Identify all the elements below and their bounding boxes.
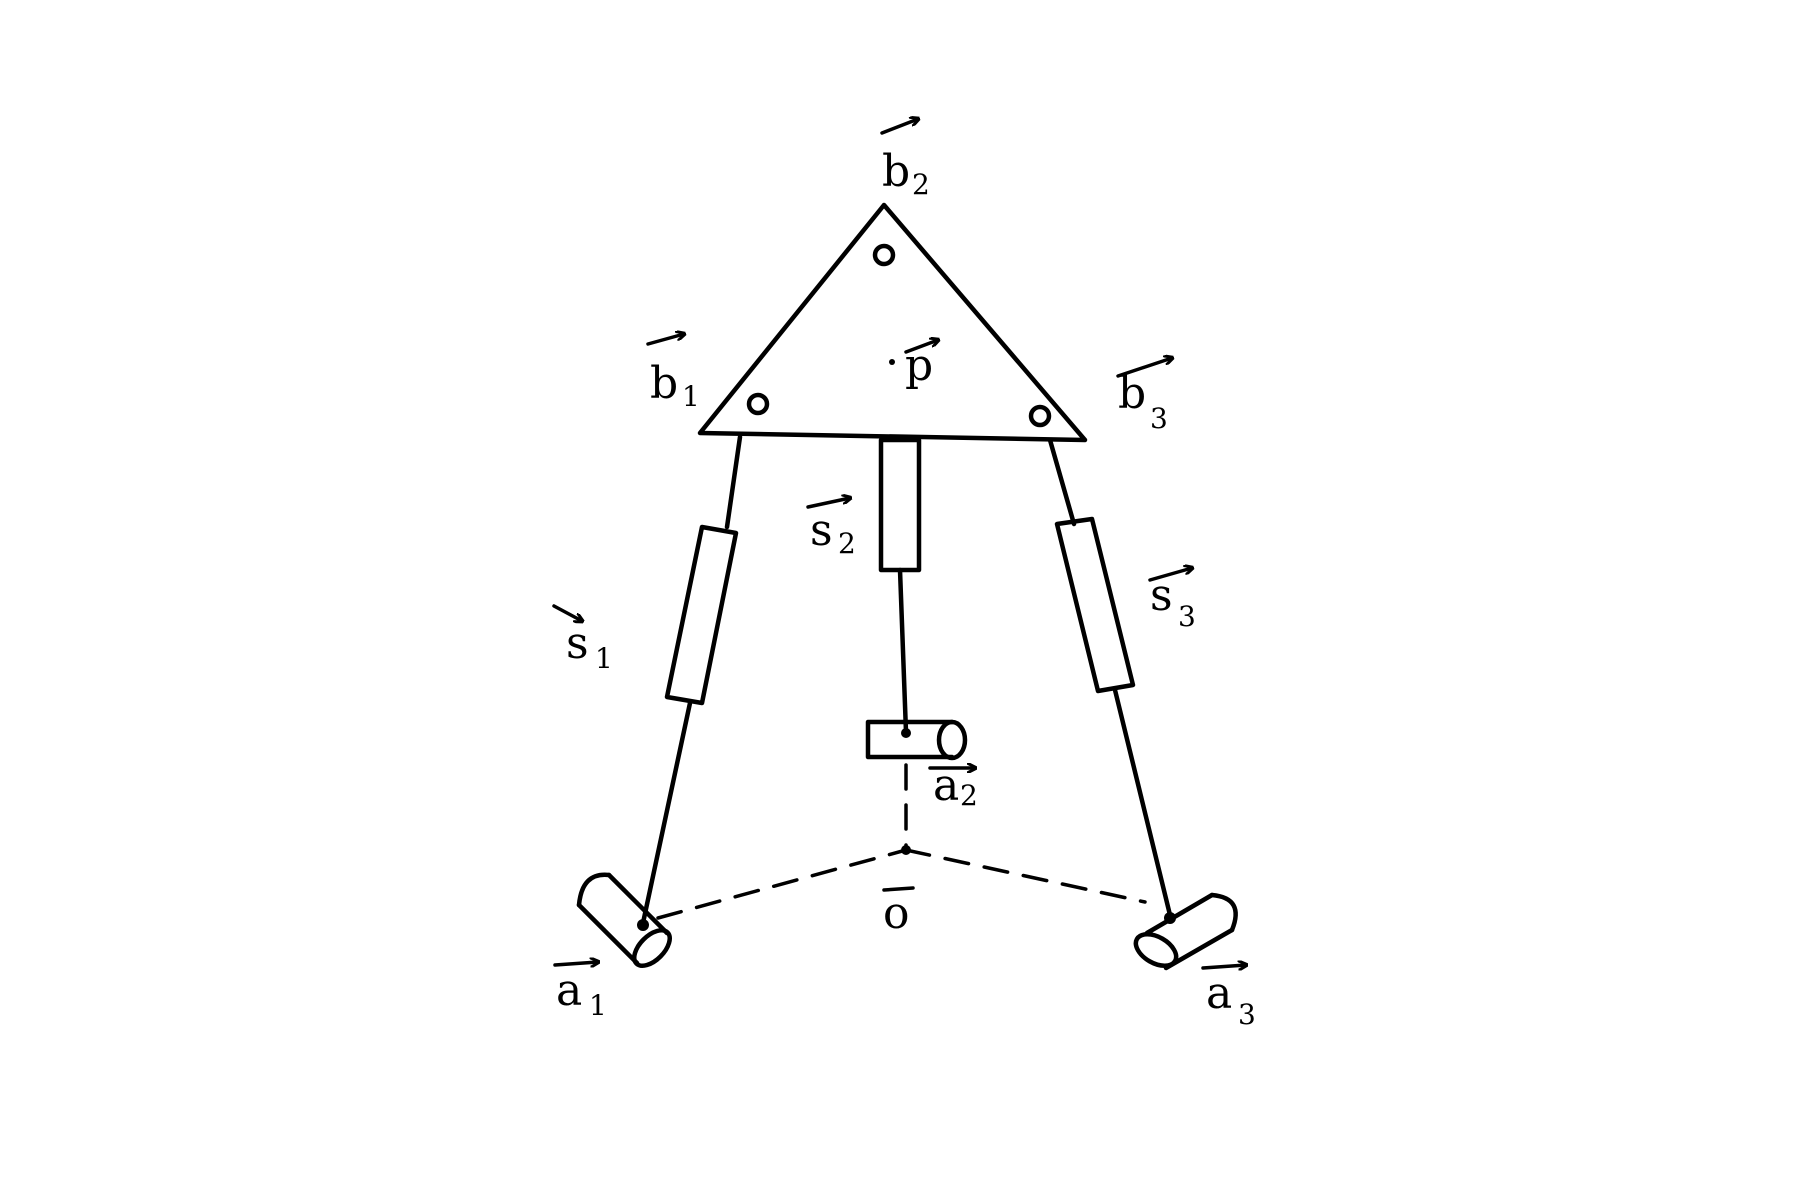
label-b1: b 1 — [646, 334, 700, 413]
label-a3: a 3 — [1201, 965, 1256, 1031]
label-s2-sub: 2 — [838, 527, 856, 560]
leg-3 — [1047, 437, 1173, 918]
base-dashed-lines — [656, 763, 1147, 920]
label-a2: a 2 — [928, 760, 978, 812]
leg-1 — [640, 434, 743, 926]
base-joint-a3 — [1133, 892, 1238, 971]
label-b2-sub: 2 — [912, 168, 930, 201]
label-s3-sub: 3 — [1178, 600, 1196, 633]
label-a1: a 1 — [553, 962, 607, 1022]
label-b3-sub: 3 — [1150, 402, 1168, 435]
label-s1-base: s — [566, 618, 589, 669]
label-s1: s 1 — [552, 604, 613, 675]
label-b3: b 3 — [1116, 358, 1172, 435]
label-b2-base: b — [882, 146, 910, 197]
base-joint-a1 — [576, 872, 672, 968]
label-s3-base: s — [1150, 570, 1173, 621]
label-p: p — [904, 340, 938, 391]
label-a3-sub: 3 — [1238, 998, 1256, 1031]
label-a3-base: a — [1206, 968, 1232, 1019]
label-a1-sub: 1 — [589, 989, 607, 1022]
label-s2: s 2 — [806, 498, 856, 560]
base-joint-a2 — [865, 719, 968, 761]
label-a1-base: a — [556, 965, 582, 1016]
moving-platform — [697, 202, 1088, 443]
label-a2-sub: 2 — [960, 779, 978, 812]
label-o-base: o — [883, 888, 910, 939]
label-b3-base: b — [1118, 368, 1146, 419]
label-s3: s 3 — [1148, 568, 1196, 633]
label-s1-sub: 1 — [595, 642, 613, 675]
label-b2: b 2 — [880, 119, 930, 201]
label-o: o — [882, 886, 915, 939]
leg-2 — [878, 437, 922, 735]
label-b1-sub: 1 — [682, 380, 700, 413]
label-s2-base: s — [810, 505, 833, 556]
label-b1-base: b — [650, 358, 678, 409]
